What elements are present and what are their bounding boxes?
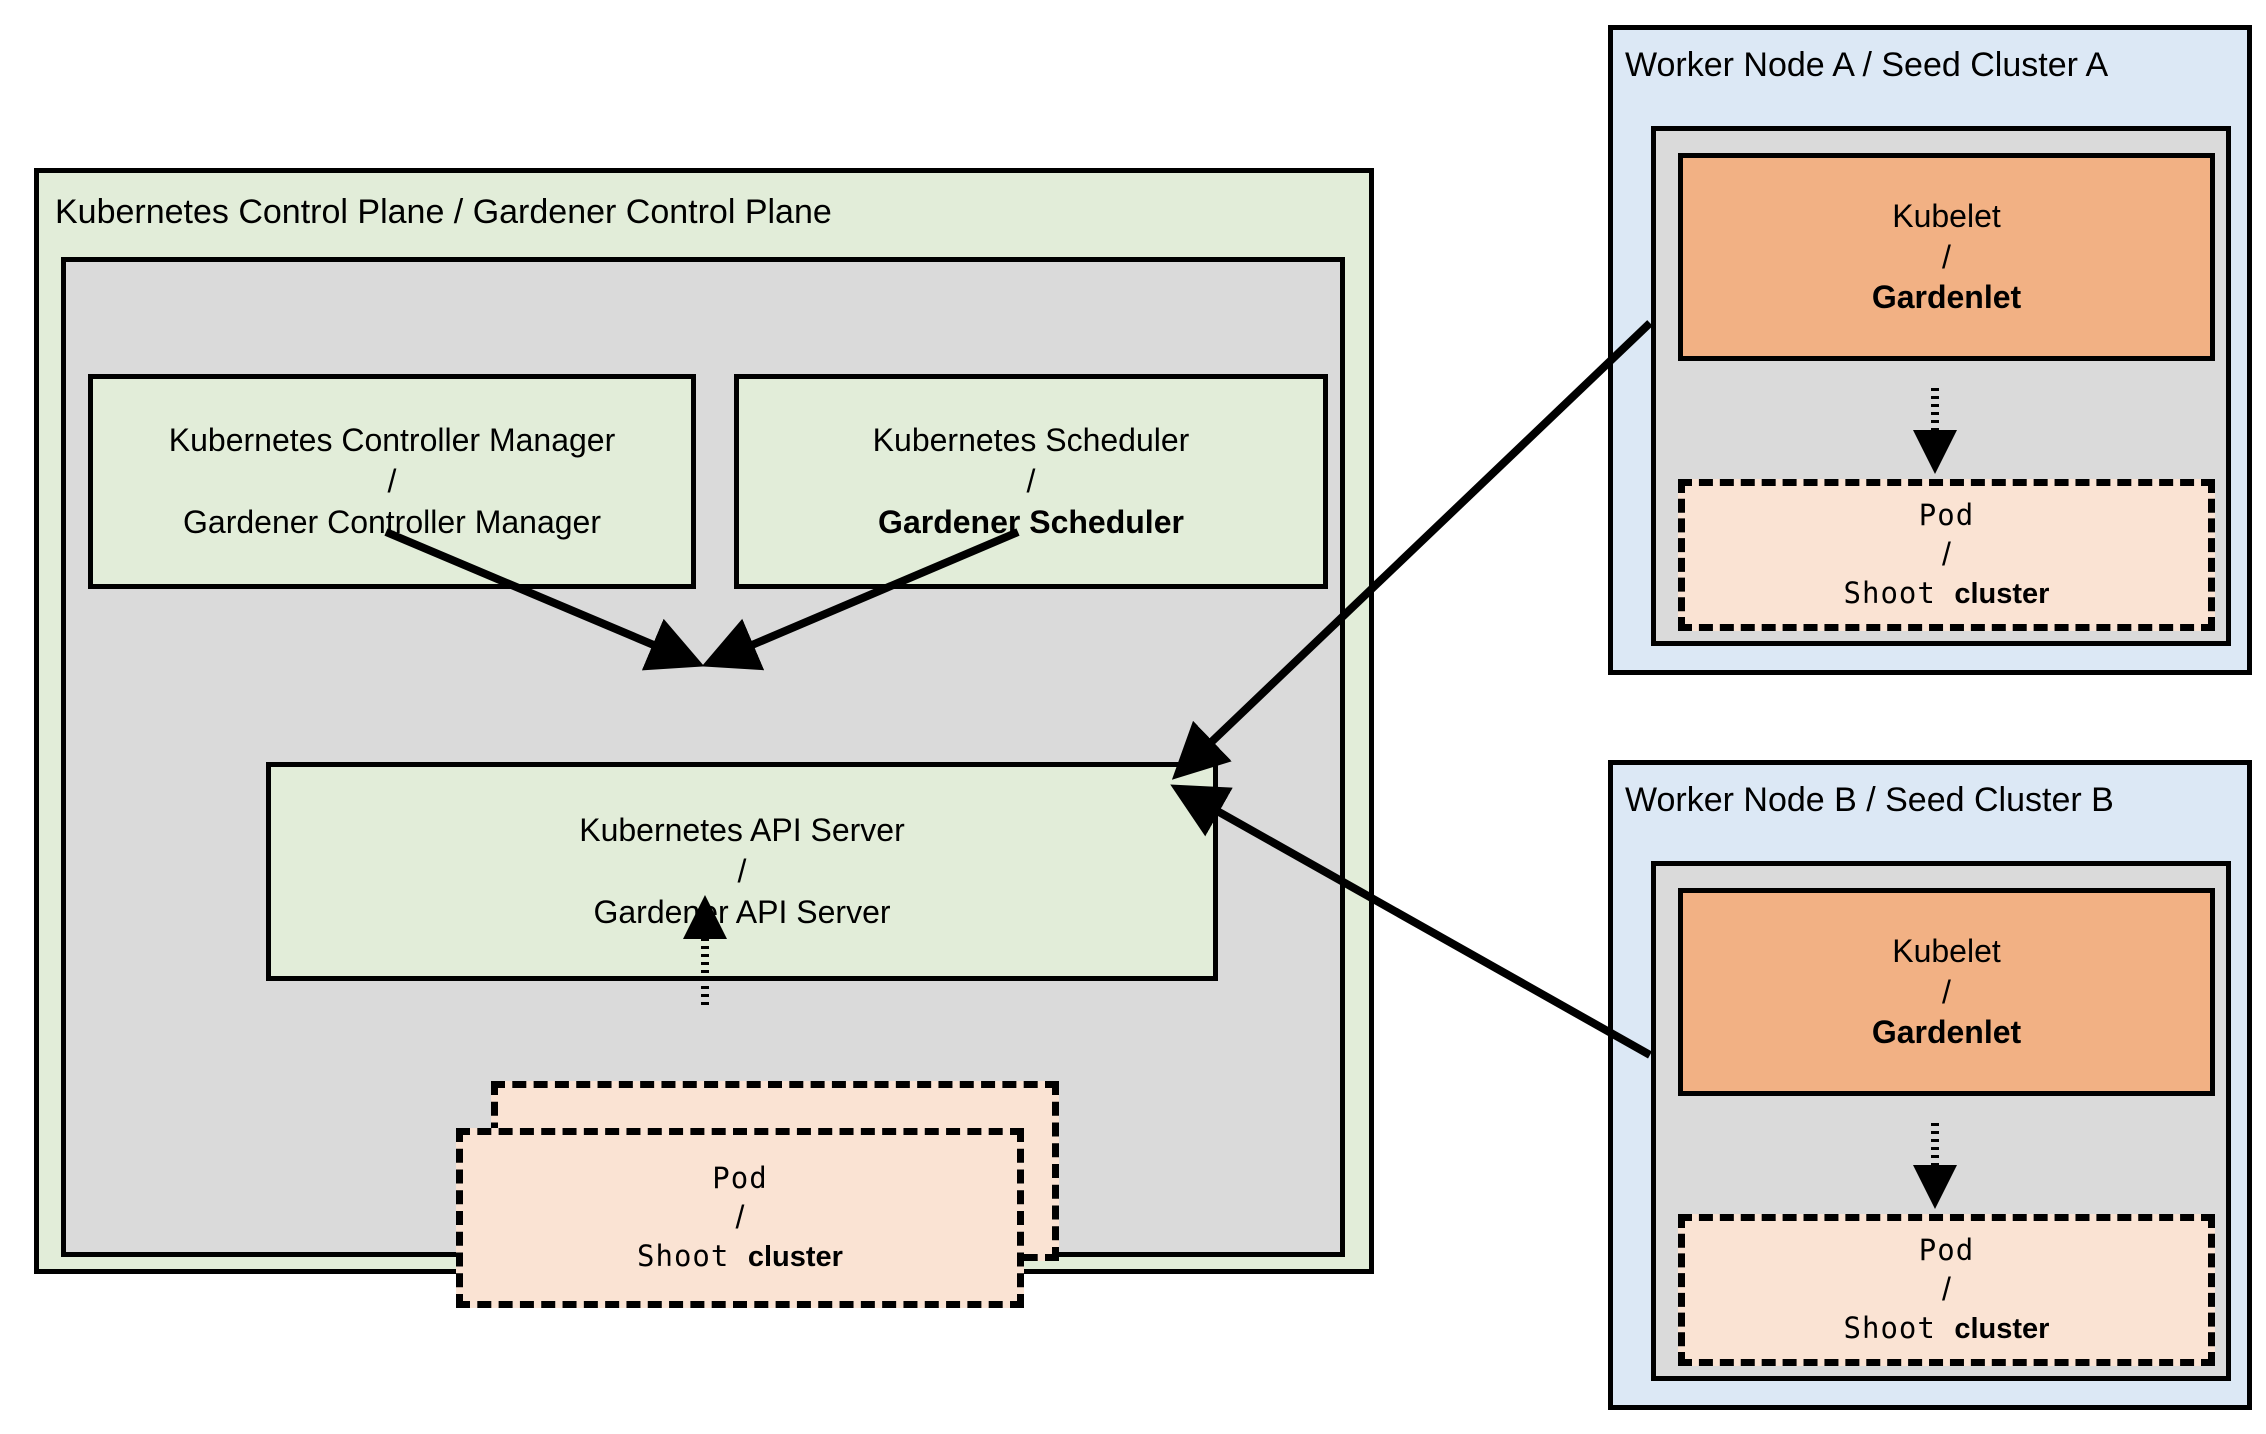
worker-a-kubelet-line1: Kubelet [1892, 197, 2001, 234]
gardener-scheduler-line: Gardener Scheduler [878, 503, 1184, 540]
worker-a-gardenlet-line: Gardenlet [1871, 279, 2022, 316]
worker-a-pod-separator: / [1942, 536, 1951, 573]
control-plane-pod-separator: / [735, 1199, 745, 1236]
control-plane-pod-box: Pod / Shoot cluster [456, 1128, 1024, 1308]
api-server-line1: Kubernetes API Server [579, 812, 905, 849]
worker-a-pod-shoot-text: Shoot [1843, 575, 1936, 610]
worker-node-b-container: Worker Node B / Seed Cluster B Kubelet /… [1608, 760, 2252, 1410]
control-plane-pod-shoot-text: Shoot [637, 1238, 730, 1273]
worker-b-pod-shoot-text: Shoot [1843, 1310, 1936, 1345]
worker-node-a-inner: Kubelet / Gardenlet Pod / Shoot cluster [1651, 126, 2231, 646]
worker-node-b-kubelet-box: Kubelet / Gardenlet [1678, 888, 2215, 1096]
worker-b-kubelet-line1: Kubelet [1892, 932, 2001, 969]
worker-node-a-pod-box: Pod / Shoot cluster [1678, 479, 2215, 631]
control-plane-inner: Kubernetes Controller Manager / Gardener… [61, 257, 1345, 1308]
worker-b-pod-cluster-text: cluster [1954, 1312, 2050, 1345]
worker-b-pod-separator: / [1942, 1271, 1951, 1308]
control-plane-pod-cluster-text: cluster [747, 1240, 843, 1273]
api-server-separator: / [737, 853, 747, 890]
worker-node-a-kubelet-box: Kubelet / Gardenlet [1678, 153, 2215, 361]
kubernetes-api-server-box: Kubernetes API Server / Gardener API Ser… [266, 762, 1218, 981]
worker-node-a-container: Worker Node A / Seed Cluster A Kubelet /… [1608, 25, 2252, 675]
worker-node-b-inner: Kubelet / Gardenlet Pod / Shoot cluster [1651, 861, 2231, 1381]
kubernetes-scheduler-box: Kubernetes Scheduler / Gardener Schedule… [734, 374, 1328, 589]
scheduler-line1: Kubernetes Scheduler [872, 422, 1190, 459]
control-plane-container: Kubernetes Control Plane / Gardener Cont… [34, 168, 1374, 1308]
worker-node-a-title: Worker Node A / Seed Cluster A [1625, 46, 2109, 84]
kubernetes-controller-manager-box: Kubernetes Controller Manager / Gardener… [88, 374, 696, 589]
worker-a-pod-line1: Pod [1918, 497, 1975, 532]
scheduler-separator: / [1026, 463, 1036, 500]
gardener-api-server-line: Gardener API Server [593, 893, 891, 930]
worker-b-kubelet-separator: / [1942, 973, 1951, 1010]
controller-manager-separator: / [387, 463, 397, 500]
worker-b-pod-line1: Pod [1918, 1232, 1975, 1267]
worker-b-gardenlet-line: Gardenlet [1871, 1014, 2022, 1051]
controller-manager-line1: Kubernetes Controller Manager [168, 422, 616, 459]
worker-a-kubelet-separator: / [1942, 238, 1951, 275]
gardener-controller-manager-line: Gardener Controller Manager [183, 503, 601, 540]
worker-a-pod-cluster-text: cluster [1954, 577, 2050, 610]
worker-a-pod-line2: Shoot cluster [1844, 575, 2050, 613]
worker-node-b-title: Worker Node B / Seed Cluster B [1625, 781, 2114, 819]
control-plane-title: Kubernetes Control Plane / Gardener Cont… [55, 193, 832, 231]
control-plane-pod-line1: Pod [712, 1160, 768, 1195]
worker-node-b-pod-box: Pod / Shoot cluster [1678, 1214, 2215, 1366]
worker-b-pod-line2: Shoot cluster [1844, 1310, 2050, 1348]
control-plane-pod-line2: Shoot cluster [637, 1238, 843, 1276]
